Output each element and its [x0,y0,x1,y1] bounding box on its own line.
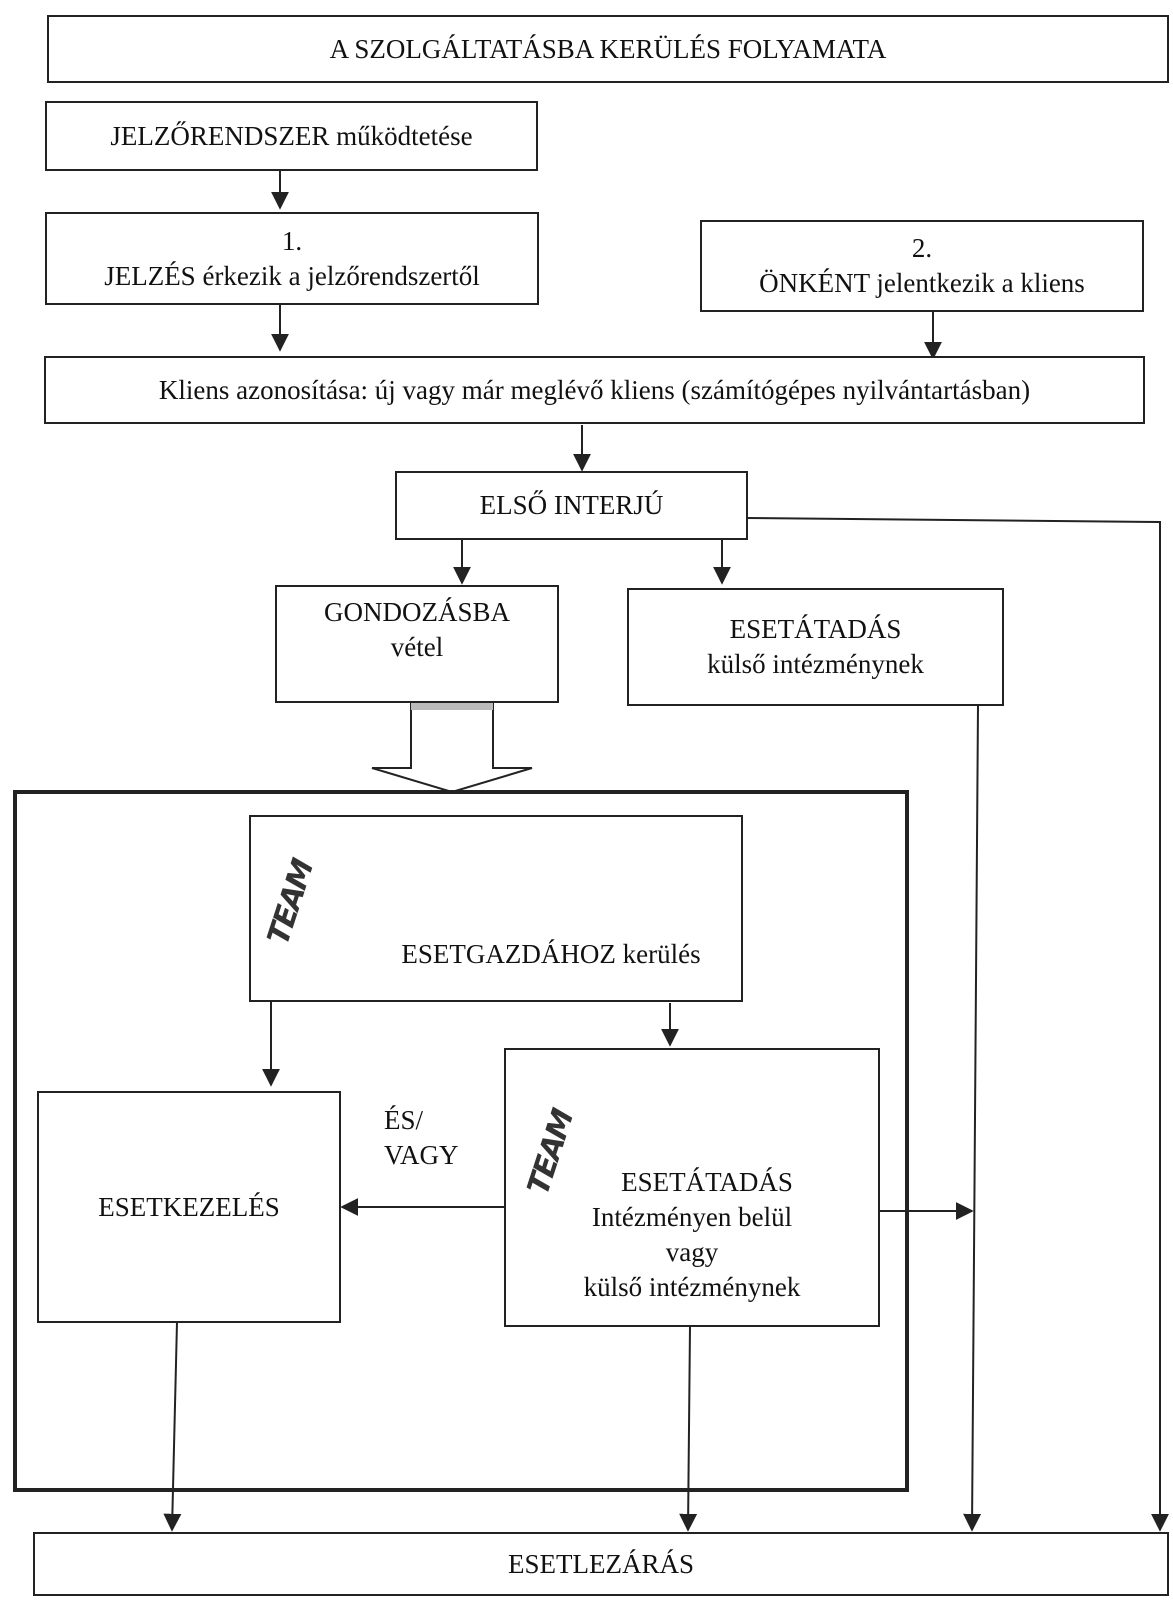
esetkezeles-label: ESETKEZELÉS [98,1191,280,1222]
box-esetgazda: ESETGAZDÁHOZ kerülés [249,815,743,1002]
esetatadas-kulso-label: ESETÁTADÁS [729,614,902,644]
esetatadas-kulso-sub: külső intézménynek [707,649,924,679]
title-box: A SZOLGÁLTATÁSBA KERÜLÉS FOLYAMATA [47,15,1169,83]
line-esetatadas-to-lezaras [963,704,982,1532]
onkent-label: ÖNKÉNT jelentkezik a kliens [759,268,1085,298]
title-text: A SZOLGÁLTATÁSBA KERÜLÉS FOLYAMATA [329,33,887,64]
box-gondozasba: GONDOZÁSBA vétel [275,585,559,703]
box-jelzes: 1. JELZÉS érkezik a jelzőrendszertől [45,212,539,305]
care-frame [13,790,909,1492]
box-esetatadas-kulso: ESETÁTADÁS külső intézménynek [627,588,1004,706]
arrow-esetkezeles-to-lezaras [163,1321,182,1532]
azonositas-label: Kliens azonosítása: új vagy már meglévő … [158,374,1031,405]
esetatadas-belul-label: ESETÁTADÁS [621,1167,793,1197]
jelzorendszer-label: JELZŐRENDSZER működtetése [110,120,473,151]
jelzes-number: 1. [281,225,303,256]
box-onkent: 2. ÖNKÉNT jelentkezik a kliens [700,220,1144,312]
box-esetatadas-belul: ESETÁTADÁS Intézményen belül vagy külső … [504,1048,880,1327]
esetlezaras-label: ESETLEZÁRÁS [508,1548,694,1579]
arrow-esetatadas-belul-to-lezaras [679,1325,698,1532]
es-label: ÉS/ [384,1105,424,1135]
hollow-arrow-gondozasba [371,701,533,794]
box-jelzorendszer: JELZŐRENDSZER működtetése [45,101,538,171]
esetatadas-belul-line2: Intézményen belül [591,1202,793,1232]
line-interju-to-lezaras [745,517,1169,1532]
es-vagy-label: ÉS/ VAGY [384,1103,459,1173]
esetgazda-label: ESETGAZDÁHOZ kerülés [401,939,701,969]
box-azonositas: Kliens azonosítása: új vagy már meglévő … [44,356,1145,424]
jelzes-label: JELZÉS érkezik a jelzőrendszertől [104,260,480,291]
onkent-number: 2. [911,233,933,263]
box-esetkezeles: ESETKEZELÉS [37,1091,341,1323]
elso-interju-label: ELSŐ INTERJÚ [479,490,664,520]
vagy-label: VAGY [384,1140,459,1170]
box-esetlezaras: ESETLEZÁRÁS [33,1532,1169,1596]
esetatadas-belul-line4: külső intézménynek [583,1272,801,1302]
gondozasba-label: GONDOZÁSBA [323,597,510,627]
gondozasba-sub: vétel [390,632,444,662]
esetatadas-belul-line3: vagy [665,1237,719,1267]
box-elso-interju: ELSŐ INTERJÚ [395,471,748,540]
